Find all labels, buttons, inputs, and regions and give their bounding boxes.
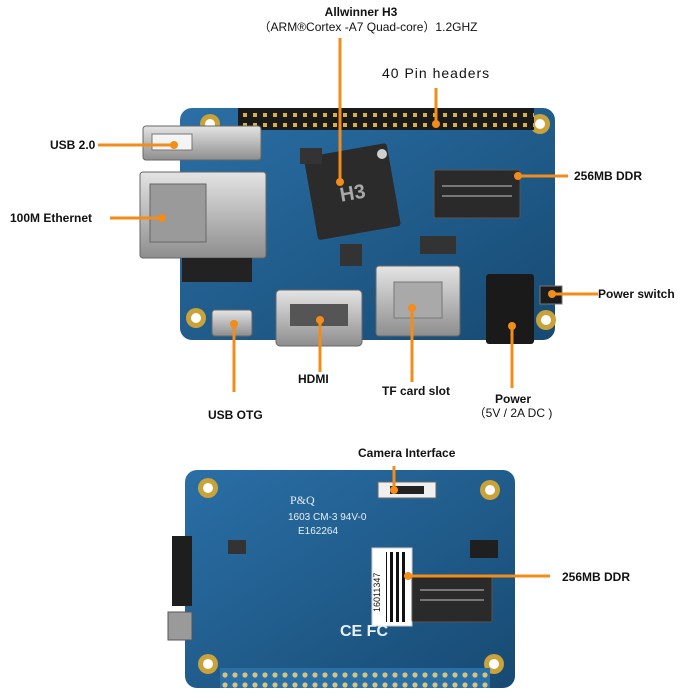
cert-marking: E162264 [298, 526, 338, 537]
bottom-pin-row [220, 668, 490, 688]
component [470, 540, 498, 558]
power-switch-label: Power switch [598, 287, 675, 301]
gpio-label: 40 Pin headers [382, 65, 491, 81]
component [228, 540, 246, 554]
power-label-line2: （5V / 2A DC ) [473, 406, 553, 420]
ddr-chip-top [433, 169, 521, 219]
pq-marking: P&Q [290, 493, 315, 507]
ethernet-base [182, 258, 252, 282]
cpu-label-line1: Allwinner H3 [324, 5, 398, 19]
rating-marking: 1603 CM-3 94V-0 [288, 512, 367, 523]
usb-otg-label: USB OTG [208, 408, 263, 422]
component [340, 244, 362, 266]
soc-chip-label: H3 [338, 181, 367, 207]
ddr-bottom-label: 256MB DDR [562, 570, 631, 584]
ethernet-label: 100M Ethernet [10, 211, 93, 225]
camera-label: Camera Interface [358, 446, 456, 460]
bottom-board: P&Q 1603 CM-3 94V-0 E162264 16011347 CE … [167, 470, 515, 688]
bottom-pcb [185, 470, 515, 688]
hdmi-label: HDMI [298, 372, 329, 386]
power-jack [486, 274, 534, 344]
tf-card-label: TF card slot [382, 384, 451, 398]
leader-lines-top [98, 38, 598, 392]
ddr-top-label: 256MB DDR [574, 169, 643, 183]
leader-lines-bottom [390, 466, 550, 580]
cpu-label-line2: （ARM®Cortex -A7 Quad-core）1.2GHZ [258, 20, 478, 34]
component [377, 149, 387, 159]
component [420, 236, 456, 254]
ethernet-bottom [172, 536, 192, 606]
usb2-label: USB 2.0 [50, 138, 96, 152]
top-board: H3 [139, 108, 563, 347]
soc-chip [304, 143, 401, 240]
gpio-header [238, 108, 534, 130]
ce-marking: CE FC [340, 623, 388, 640]
usb-bottom [167, 611, 193, 641]
component [300, 148, 322, 164]
barcode-text: 16011347 [372, 573, 382, 612]
power-label-line1: Power [494, 392, 531, 406]
